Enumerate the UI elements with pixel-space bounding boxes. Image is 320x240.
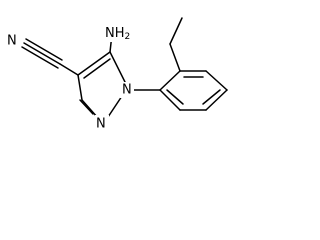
ring-bond-c3-c4 bbox=[77, 74, 83, 101]
molecule-structure: N NH2 N N bbox=[6, 17, 228, 133]
nitrile-n-label: N bbox=[7, 34, 17, 49]
ring-bond-n2-c3-inner bbox=[79, 99, 94, 115]
ethyl-bond-ring-ch2 bbox=[169, 43, 181, 72]
phenyl-bond-1 bbox=[159, 70, 181, 91]
ring-bond-c4-c5 bbox=[77, 51, 111, 76]
ring-bond-c5-n1 bbox=[109, 51, 127, 85]
phenyl-bond-6 bbox=[159, 89, 181, 111]
amine-label-bg bbox=[103, 24, 135, 42]
phenyl-bond-6-inner bbox=[166, 89, 184, 105]
amine-label-subscript: 2 bbox=[125, 32, 131, 42]
ethyl-group bbox=[169, 17, 183, 72]
nitrile-triple-bond-c bbox=[25, 38, 63, 61]
nitrile-triple-bond-a bbox=[23, 42, 61, 65]
ring-n2-label-bg bbox=[95, 115, 109, 133]
phenyl-bond-4 bbox=[205, 89, 228, 111]
amine-label-main: NH bbox=[105, 26, 125, 41]
nitrile-c-to-ring-bond bbox=[59, 63, 79, 76]
phenyl-ring bbox=[159, 70, 228, 111]
amine-label: NH2 bbox=[105, 26, 130, 43]
ring-n2-label: N bbox=[96, 117, 106, 132]
nitrile-n-label-bg bbox=[6, 32, 20, 50]
nitrile-group bbox=[21, 38, 79, 76]
pyrazole-ring bbox=[77, 51, 127, 121]
phenyl-bond-4-inner bbox=[202, 89, 221, 105]
nitrile-triple-bond-b bbox=[21, 46, 59, 69]
ring-n1-label: N bbox=[122, 83, 132, 98]
ring-n1-label-bg bbox=[120, 82, 134, 98]
ethyl-bond-ch2-ch3 bbox=[169, 17, 183, 45]
ring-bond-c4-c5-inner bbox=[83, 58, 111, 79]
phenyl-bond-3 bbox=[205, 70, 228, 91]
